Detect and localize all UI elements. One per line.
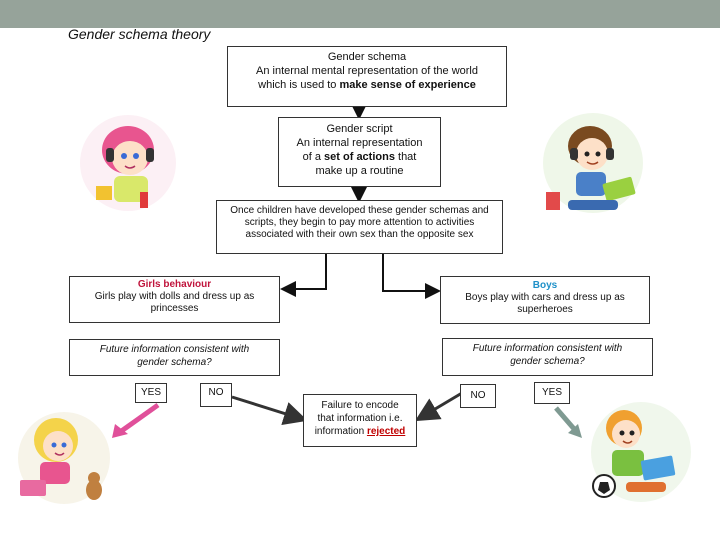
boys-behaviour-box: Boys Boys play with cars and dress up as… — [440, 276, 650, 324]
arrow-attention-to-girls — [280, 253, 327, 297]
gender-schema-line2-text: which is used to — [258, 79, 340, 91]
girls-no-box: NO — [200, 383, 232, 407]
failure-line2: that information i.e. — [317, 413, 403, 424]
boys-behaviour-heading: Boys — [532, 280, 558, 291]
attention-text: Once children have developed these gende… — [230, 205, 489, 240]
boys-question-box: Future information consistent with gende… — [442, 338, 653, 376]
girls-behaviour-heading: Girls behaviour — [137, 279, 212, 290]
boys-behaviour-text: Boys play with cars and dress up as supe… — [465, 292, 625, 315]
boys-yes-box: YES — [534, 382, 570, 404]
girl-with-headphones-clipart — [80, 115, 176, 211]
boys-no-box: NO — [460, 384, 496, 408]
girls-no-label: NO — [208, 387, 224, 398]
gender-script-heading: Gender script — [326, 123, 393, 135]
gender-schema-line2: which is used to make sense of experienc… — [232, 78, 502, 92]
arrow-boys-no-to-failure — [414, 391, 463, 422]
attention-box: Once children have developed these gende… — [216, 200, 503, 254]
pink-arrow-icon — [112, 402, 160, 438]
top-bar — [0, 0, 720, 28]
girls-yes-box: YES — [135, 383, 167, 403]
gender-script-line1: An internal representation — [296, 137, 423, 149]
girls-question-text: Future information consistent with gende… — [99, 344, 250, 368]
gender-schema-bold-text: make sense of experience — [339, 79, 476, 91]
boy-with-headphones-clipart — [543, 113, 643, 213]
girl-with-laptop-clipart — [18, 412, 110, 504]
page-title: Gender schema theory — [68, 26, 211, 42]
boys-no-label: NO — [470, 390, 486, 401]
grey-arrow-icon — [554, 406, 582, 438]
gender-schema-box: Gender schema An internal mental represe… — [227, 46, 507, 107]
gender-schema-line1: An internal mental representation of the… — [256, 65, 478, 77]
gender-script-box: Gender script An internal representation… — [278, 117, 441, 187]
girls-behaviour-text: Girls play with dolls and dress up as pr… — [94, 291, 255, 314]
boys-yes-label: YES — [541, 387, 562, 398]
arrow-girls-no-to-failure — [231, 395, 308, 426]
boys-question-text: Future information consistent with gende… — [472, 343, 623, 367]
failure-box: Failure to encode that information i.e. … — [303, 394, 417, 447]
rejected-word: rejected — [366, 426, 406, 437]
gender-schema-heading: Gender schema — [327, 51, 407, 63]
girls-yes-label: YES — [140, 387, 161, 398]
gender-script-line3: make up a routine — [315, 165, 404, 177]
girls-question-box: Future information consistent with gende… — [69, 339, 280, 376]
failure-line1: Failure to encode — [321, 400, 399, 411]
failure-line3: information rejected — [314, 426, 406, 437]
girls-behaviour-box: Girls behaviour Girls play with dolls an… — [69, 276, 280, 323]
gender-script-line2: of a set of actions that — [302, 151, 417, 163]
arrow-attention-to-boys — [382, 252, 441, 299]
boy-with-laptop-clipart — [591, 402, 691, 502]
